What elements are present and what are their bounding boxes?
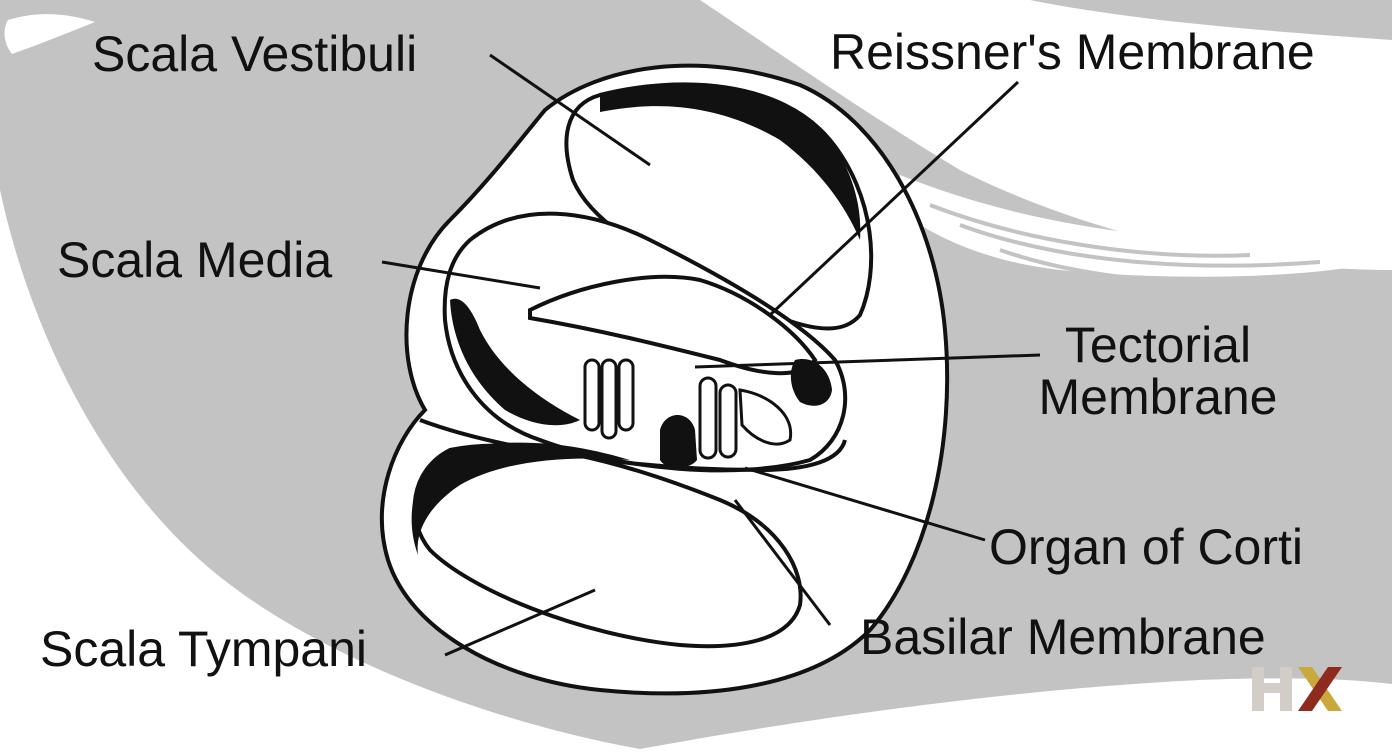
background-gray-band-top [1030,0,1392,40]
scala-tympani-shading [411,442,630,555]
scala-tympani-chamber [412,443,803,649]
leader-scala-media [381,260,541,290]
scala-vestibuli-shading [600,84,861,240]
hair-cells [583,358,793,460]
leader-scala-tympani [444,588,596,657]
tectorial-membrane [528,274,818,376]
scala-media-shading [450,298,580,426]
leader-basilar-membrane [733,499,832,626]
label-reissners-membrane: Reissner's Membrane [830,24,1315,80]
leader-reissners-membrane [768,80,1020,317]
label-scala-vestibuli: Scala Vestibuli [92,26,418,82]
background-white-swoosh-bottom [900,175,1392,277]
background-white-swoosh-top [730,0,1392,177]
tunnel-of-corti [660,415,697,468]
tectorial-membrane-dark-tip [790,359,832,406]
label-tectorial-membrane: Tectorial Membrane [1030,319,1286,423]
logo-h-glyph [1252,667,1292,711]
label-basilar-membrane: Basilar Membrane [860,609,1266,665]
label-tectorial-membrane-line1: Tectorial [1064,317,1252,373]
background-white-bottom-edge [640,678,1392,749]
label-tectorial-membrane-line2: Membrane [1038,369,1278,425]
leader-tectorial-membrane [694,353,1041,369]
leader-lines [381,53,1041,657]
background-fibers [929,203,1392,287]
label-organ-of-corti: Organ of Corti [989,519,1304,575]
label-scala-tympani: Scala Tympani [40,621,368,677]
background-white-curl-left [4,14,95,55]
leader-organ-of-corti [744,466,986,542]
hx-logo [1252,667,1342,711]
logo-x-glyph [1298,667,1342,711]
label-scala-media: Scala Media [57,232,333,288]
basilar-membrane-band [419,418,847,473]
leader-scala-vestibuli [489,53,651,167]
